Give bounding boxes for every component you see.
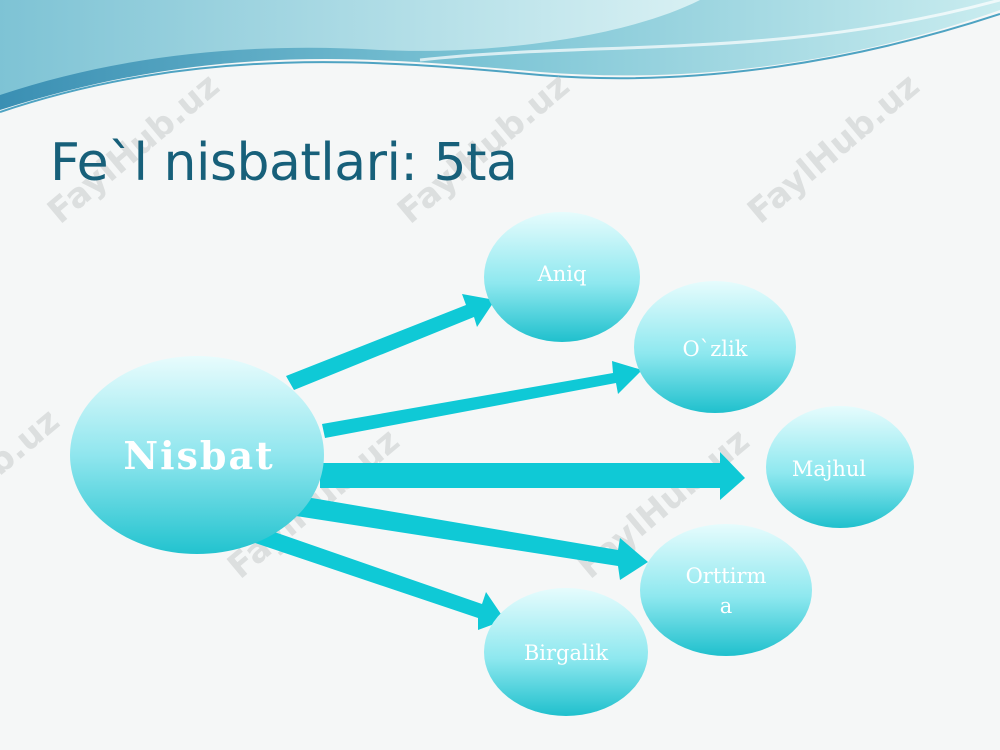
node-birgalik-label: Birgalik — [524, 641, 609, 665]
arrow-to-ozlik — [322, 361, 642, 438]
watermark: FaylHub.uz — [0, 401, 67, 567]
header-wave-decoration — [0, 0, 1000, 113]
node-nisbat-label: Nisbat — [123, 433, 274, 478]
arrow-to-birgalik — [252, 527, 505, 630]
node-orttirma-label-line1: Orttirm — [686, 564, 767, 588]
node-ozlik: O`zlik — [634, 281, 796, 413]
node-majhul: Majhul — [766, 406, 914, 528]
node-orttirma: Orttirm a — [640, 524, 812, 656]
node-majhul-label: Majhul — [792, 457, 867, 481]
node-birgalik: Birgalik — [484, 588, 648, 716]
arrow-to-orttirma — [296, 496, 648, 580]
node-nisbat: Nisbat — [70, 356, 324, 554]
arrow-to-majhul — [320, 452, 745, 500]
arrow-to-aniq — [286, 294, 495, 390]
slide-title: Fe`l nisbatlari: 5ta — [50, 133, 518, 193]
node-aniq: Aniq — [484, 212, 640, 342]
node-orttirma-label-line2: a — [720, 594, 733, 618]
arrows — [252, 294, 745, 630]
node-ozlik-label: O`zlik — [683, 337, 748, 361]
node-aniq-label: Aniq — [537, 262, 587, 286]
watermark: FaylHub.uz — [740, 66, 927, 232]
